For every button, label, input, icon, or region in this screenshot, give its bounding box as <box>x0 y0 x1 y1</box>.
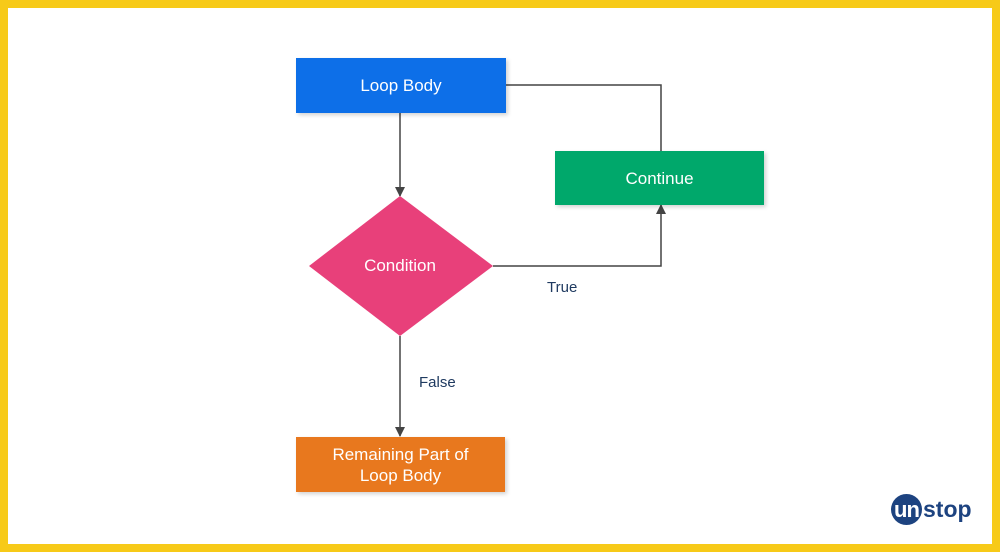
unstop-logo: un stop <box>891 494 972 525</box>
false-edge-label: False <box>419 374 456 391</box>
logo-circle: un <box>891 494 922 525</box>
condition-diamond <box>309 196 493 336</box>
condition-label: Condition <box>364 256 436 275</box>
continue-label: Continue <box>625 168 694 188</box>
continue-node: Continue <box>555 151 764 205</box>
loop-body-node: Loop Body <box>296 58 506 113</box>
remaining-node: Remaining Part of Loop Body <box>296 437 505 492</box>
edge-condition-to-continue <box>493 204 666 267</box>
loop-body-label: Loop Body <box>360 76 442 95</box>
edge-continue-to-loopbody <box>506 84 662 151</box>
remaining-label: Remaining Part of Loop Body <box>332 444 469 485</box>
true-edge-label: True <box>547 279 578 296</box>
logo-text: stop <box>923 496 972 522</box>
